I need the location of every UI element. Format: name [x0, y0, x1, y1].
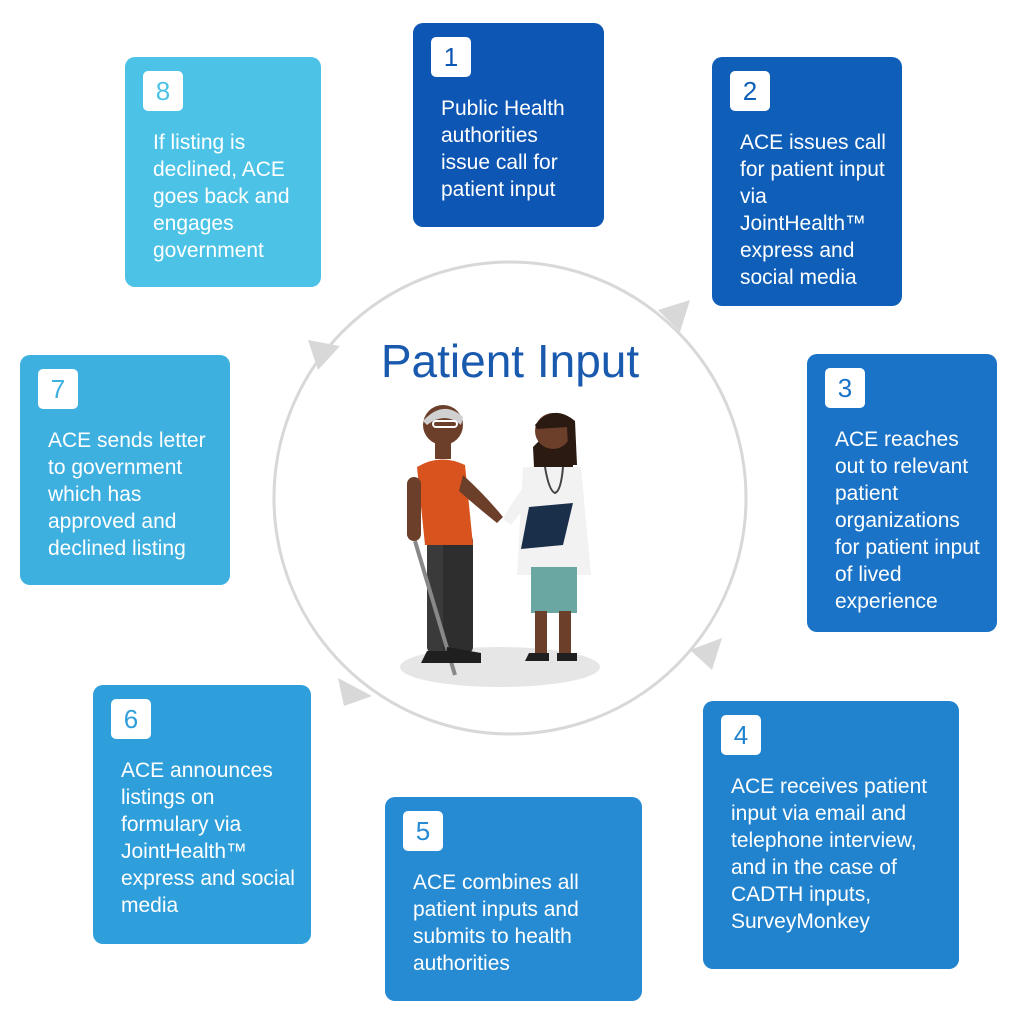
patient-figure — [407, 405, 503, 676]
cycle-ring — [272, 260, 748, 736]
step-4-text: ACE receives patient input via email and… — [731, 775, 928, 933]
step-3-number: 3 — [825, 368, 865, 408]
step-8-box: 8 If listing is declined, ACE goes back … — [125, 57, 321, 287]
doctor-figure — [503, 412, 591, 661]
step-5-box: 5 ACE combines all patient inputs and su… — [385, 797, 642, 1001]
step-3-box: 3 ACE reaches out to relevant patient or… — [807, 354, 997, 632]
step-7-number: 7 — [38, 369, 78, 409]
step-6-box: 6 ACE announces listings on formulary vi… — [93, 685, 311, 944]
step-2-text: ACE issues call for patient input via Jo… — [740, 131, 886, 289]
cycle-arrow-top-right — [658, 300, 690, 332]
step-1-text: Public Health authorities issue call for… — [441, 97, 565, 201]
step-5-text: ACE combines all patient inputs and subm… — [413, 871, 579, 975]
step-7-box: 7 ACE sends letter to government which h… — [20, 355, 230, 585]
step-4-box: 4 ACE receives patient input via email a… — [703, 701, 959, 969]
diagram-title: Patient Input — [380, 335, 640, 387]
cycle-arrow-bottom-left — [338, 678, 372, 706]
step-8-number: 8 — [143, 71, 183, 111]
step-8-text: If listing is declined, ACE goes back an… — [153, 131, 290, 262]
step-3-text: ACE reaches out to relevant patient orga… — [835, 428, 980, 613]
step-1-number: 1 — [431, 37, 471, 77]
step-2-number: 2 — [730, 71, 770, 111]
step-6-number: 6 — [111, 699, 151, 739]
cycle-arrow-top-left — [308, 340, 340, 370]
step-7-text: ACE sends letter to government which has… — [48, 429, 206, 560]
cycle-arrow-bottom-right — [690, 638, 722, 670]
step-2-box: 2 ACE issues call for patient input via … — [712, 57, 902, 306]
step-4-number: 4 — [721, 715, 761, 755]
step-6-text: ACE announces listings on formulary via … — [121, 759, 295, 917]
step-1-box: 1 Public Health authorities issue call f… — [413, 23, 604, 227]
patient-doctor-illustration — [400, 405, 600, 687]
step-5-number: 5 — [403, 811, 443, 851]
